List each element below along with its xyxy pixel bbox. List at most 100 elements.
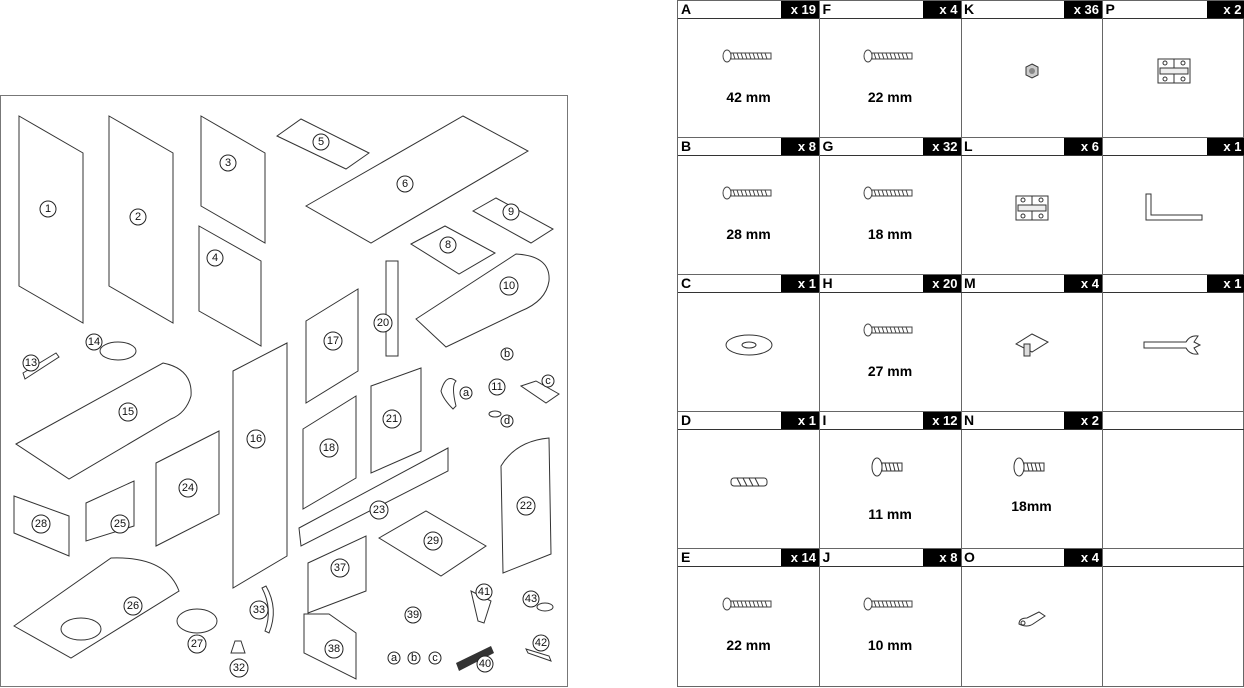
label-39b: b	[408, 652, 420, 664]
hardware-cell-blank-15	[1103, 412, 1244, 549]
screw-icon	[678, 589, 819, 619]
svg-text:33: 33	[253, 604, 265, 616]
hardware-letter: M	[964, 275, 976, 292]
svg-text:5: 5	[318, 136, 324, 148]
svg-text:6: 6	[402, 178, 408, 190]
hardware-quantity-badge: x 14	[781, 549, 819, 566]
svg-text:9: 9	[508, 206, 514, 218]
hardware-quantity-badge: x 4	[1064, 549, 1102, 566]
hardware-letter: G	[823, 138, 834, 155]
svg-text:18: 18	[323, 442, 335, 454]
hardware-quantity-badge: x 4	[1064, 275, 1102, 292]
hardware-size: 18mm	[961, 498, 1102, 514]
svg-text:21: 21	[386, 413, 398, 425]
svg-text:27: 27	[191, 638, 203, 650]
hinge-icon	[961, 193, 1102, 223]
label-16: 16	[247, 430, 265, 448]
screw-icon	[678, 41, 819, 71]
screw-icon	[820, 315, 961, 345]
hardware-letter: H	[823, 275, 833, 292]
svg-text:16: 16	[250, 433, 262, 445]
part-11d-shape	[489, 411, 501, 417]
hardware-size: 27 mm	[820, 363, 961, 379]
hardware-header	[1103, 549, 1244, 567]
svg-text:11: 11	[491, 381, 502, 393]
svg-text:c: c	[545, 375, 551, 387]
label-26: 26	[124, 597, 142, 615]
hardware-letter: D	[681, 412, 691, 429]
label-42: 42	[533, 635, 549, 651]
hardware-quantity-badge: x 1	[1207, 138, 1244, 155]
label-29: 29	[424, 532, 442, 550]
parts-drawing: 1 2 3 4 5 6 9 8 10 20 17 14 13 11 b c a …	[1, 1, 569, 688]
svg-text:8: 8	[445, 239, 451, 251]
hardware-letter: B	[681, 138, 691, 155]
svg-text:23: 23	[373, 504, 385, 516]
label-41: 41	[476, 584, 492, 600]
label-2: 2	[130, 209, 146, 225]
label-11d: d	[501, 415, 513, 427]
part-27-shape	[177, 609, 217, 633]
wrench-icon	[1103, 330, 1244, 360]
washer-screw-icon	[961, 452, 1102, 482]
hardware-quantity-badge: x 19	[781, 1, 819, 18]
washer-screw-icon	[820, 452, 961, 482]
label-24: 24	[179, 479, 197, 497]
part-14-shape	[100, 342, 136, 360]
hardware-size: 22 mm	[820, 89, 961, 105]
svg-text:42: 42	[535, 637, 547, 649]
svg-text:3: 3	[225, 157, 231, 169]
label-1: 1	[40, 201, 56, 217]
svg-text:d: d	[504, 415, 510, 427]
svg-text:32: 32	[233, 662, 245, 674]
hardware-letter: J	[823, 549, 831, 566]
hardware-letter: O	[964, 549, 975, 566]
label-8: 8	[440, 237, 456, 253]
label-28: 28	[32, 515, 50, 533]
label-6: 6	[397, 176, 413, 192]
part-6-shape	[306, 116, 528, 243]
svg-text:28: 28	[35, 518, 47, 530]
part-32-shape	[231, 641, 245, 653]
label-9: 9	[503, 204, 519, 220]
svg-text:22: 22	[520, 500, 532, 512]
label-18: 18	[320, 439, 338, 457]
hardware-header: x 1	[1103, 275, 1244, 293]
label-5: 5	[313, 134, 329, 150]
hardware-quantity-badge: x 1	[781, 412, 819, 429]
screw-icon	[678, 178, 819, 208]
part-20-shape	[386, 261, 398, 356]
hardware-letter: K	[964, 1, 974, 18]
hardware-letter: L	[964, 138, 973, 155]
svg-text:b: b	[504, 348, 510, 360]
hardware-quantity-badge: x 2	[1064, 412, 1102, 429]
svg-text:c: c	[432, 652, 438, 664]
clip-icon	[961, 604, 1102, 634]
hardware-letter: A	[681, 1, 691, 18]
label-11: 11	[489, 379, 505, 395]
nut-icon	[961, 56, 1102, 86]
part-25-shape	[86, 481, 134, 541]
part-43-shape	[537, 603, 553, 611]
svg-text:25: 25	[114, 518, 126, 530]
label-43: 43	[523, 591, 539, 607]
dowel-icon	[678, 467, 819, 497]
screw-icon	[820, 41, 961, 71]
